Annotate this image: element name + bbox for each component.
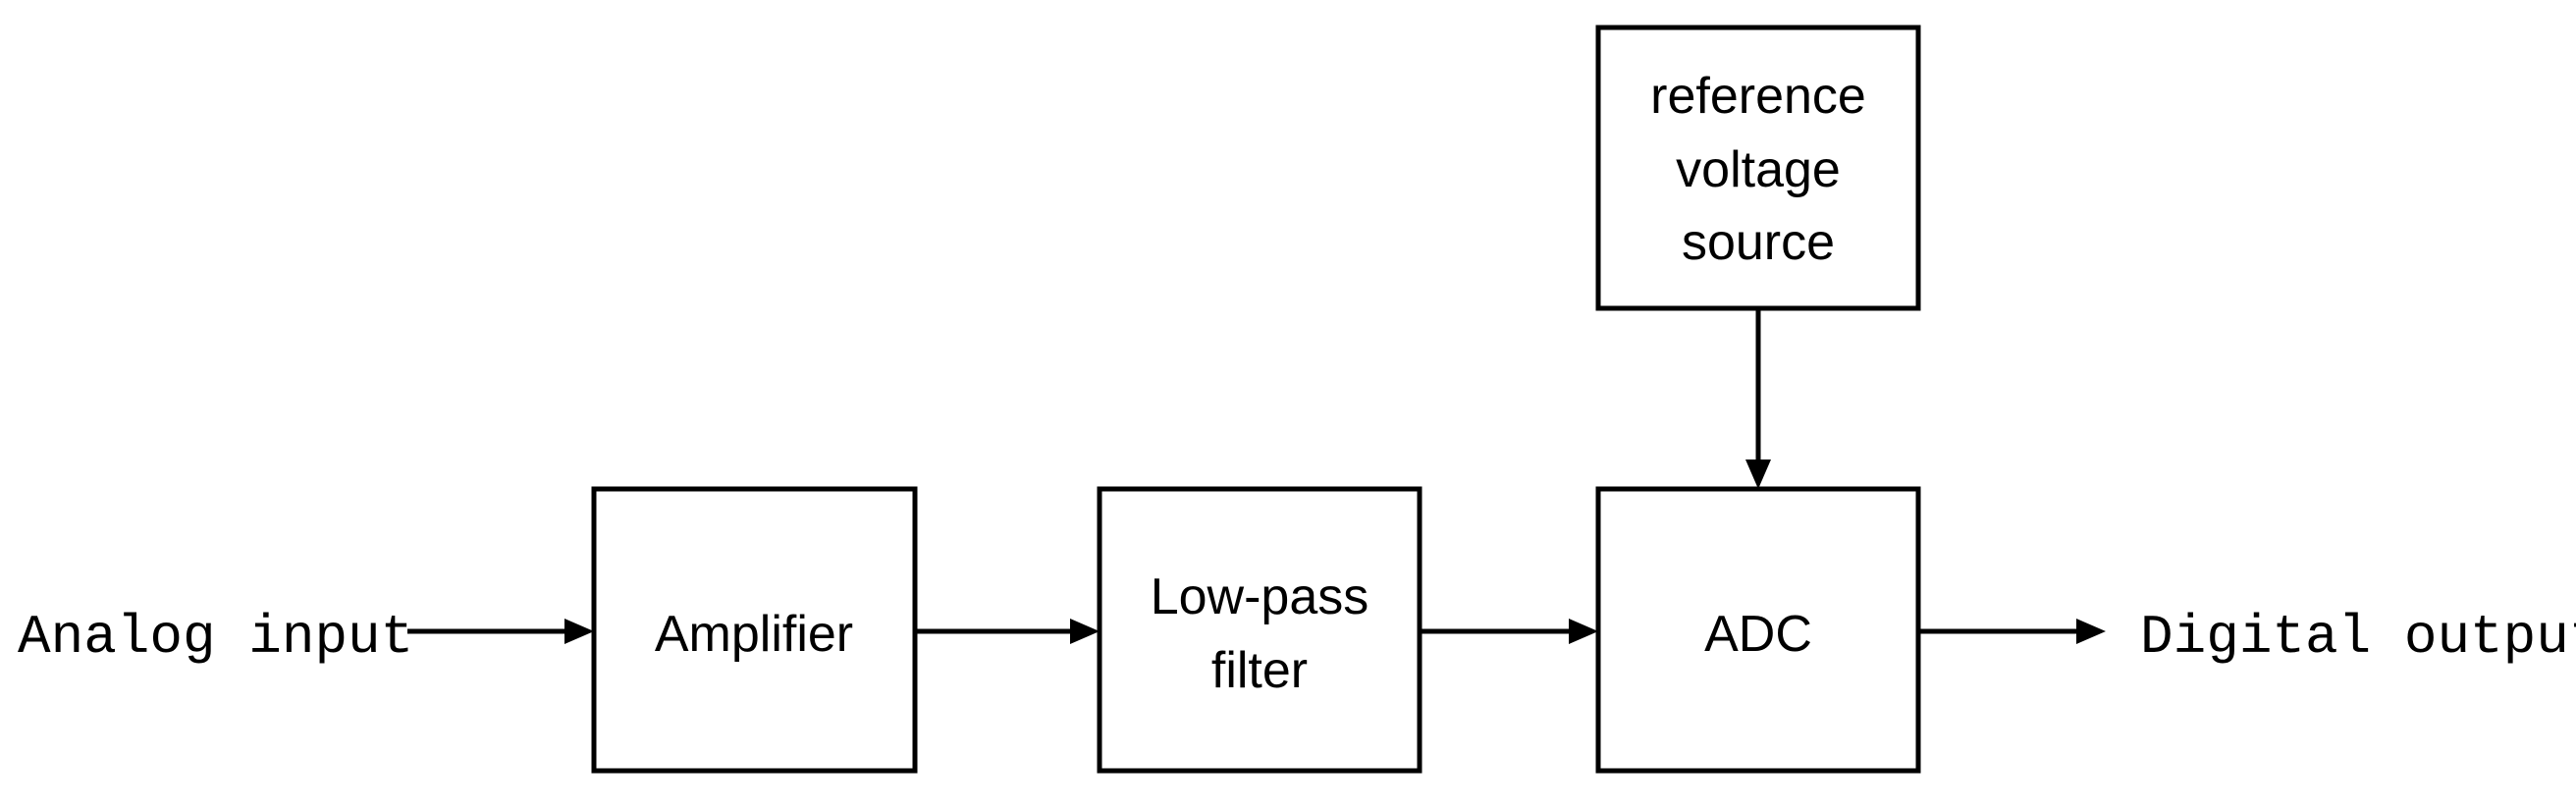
reference-voltage-source-block (1595, 25, 1921, 311)
adc-to-output-arrowhead (2076, 619, 2106, 644)
reference-label-line1: reference (1650, 68, 1866, 125)
reference-label-line3: source (1682, 214, 1835, 271)
amplifier-block (591, 486, 918, 774)
amplifier-to-filter-arrowhead (1070, 619, 1100, 644)
low-pass-filter-block (1097, 486, 1422, 774)
digital-output-label: Digital output (2140, 606, 2576, 669)
filter-to-adc-arrowhead (1569, 619, 1598, 644)
adc-label: ADC (1704, 606, 1812, 663)
input-to-amplifier-arrowhead (564, 619, 594, 644)
reference-label-line2: voltage (1676, 141, 1841, 198)
low-pass-filter-label-line1: Low-pass (1151, 568, 1369, 625)
amplifier-label: Amplifier (655, 606, 853, 663)
reference-to-adc-arrowhead (1745, 460, 1771, 489)
analog-input-label: Analog input (18, 606, 413, 669)
low-pass-filter-label-line2: filter (1211, 642, 1308, 699)
